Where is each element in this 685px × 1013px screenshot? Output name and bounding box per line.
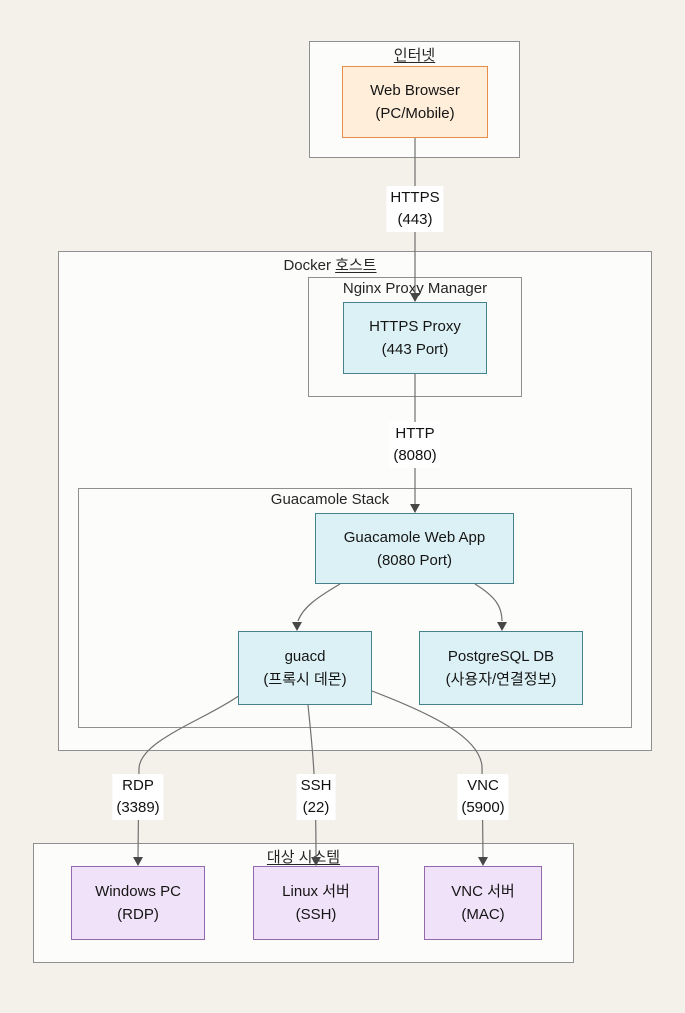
node-https-proxy-line2: (443 Port)	[381, 341, 449, 358]
container-target-systems-title-text: 대상 시스템	[266, 849, 341, 866]
node-web-browser-line1: Web Browser	[370, 82, 460, 99]
node-web-browser-line2: (PC/Mobile)	[375, 105, 455, 122]
node-guacamole-web-app-line2: (8080 Port)	[376, 551, 453, 569]
edge-label-http-line2: (8080)	[393, 447, 437, 464]
node-https-proxy: HTTPS Proxy (443 Port)	[343, 302, 487, 374]
edge-label-https-line2: (443)	[397, 211, 433, 228]
node-guacamole-web-app-line1: Guacamole Web App	[343, 528, 486, 546]
node-linux-server-line2: (SSH)	[295, 906, 337, 923]
edge-label-rdp-line1: RDP	[122, 777, 154, 794]
edge-label-vnc-5900: VNC (5900)	[457, 774, 509, 820]
edge-label-http-line1: HTTP	[395, 425, 435, 442]
node-guacamole-web-app: Guacamole Web App (8080 Port)	[315, 513, 514, 584]
node-guacd-line2: (프록시 데몬)	[263, 671, 347, 688]
node-windows-pc-line2: (RDP)	[117, 906, 159, 923]
container-docker-host-title-prefix: Docker	[283, 257, 336, 274]
edge-label-ssh-line1: SSH	[300, 777, 332, 794]
node-https-proxy-line1: HTTPS Proxy	[369, 318, 461, 335]
edge-label-https-line1: HTTPS	[390, 189, 440, 206]
node-vnc-server-line2: (MAC)	[461, 906, 505, 923]
edge-label-rdp-3389: RDP (3389)	[112, 774, 164, 820]
edge-label-http-8080: HTTP (8080)	[389, 422, 441, 468]
container-target-systems-title: 대상 시스템	[34, 846, 573, 867]
node-postgresql-db-line2: (사용자/연결정보)	[445, 671, 557, 688]
container-docker-host-title: Docker 호스트	[34, 254, 626, 275]
node-web-browser: Web Browser (PC/Mobile)	[342, 66, 488, 138]
node-guacd-line1: guacd	[284, 648, 326, 665]
node-windows-pc-line1: Windows PC	[95, 883, 181, 900]
edge-label-ssh-line2: (22)	[302, 799, 330, 816]
node-linux-server-line1: Linux 서버	[282, 883, 350, 900]
edge-label-vnc-line2: (5900)	[461, 799, 505, 816]
edge-label-ssh-22: SSH (22)	[296, 774, 336, 820]
node-postgresql-db-line1: PostgreSQL DB	[447, 648, 555, 665]
container-internet-title: 인터넷	[310, 44, 519, 65]
node-guacd: guacd (프록시 데몬)	[238, 631, 372, 705]
node-windows-pc: Windows PC (RDP)	[71, 866, 205, 940]
edge-label-rdp-line2: (3389)	[116, 799, 160, 816]
edge-label-vnc-line1: VNC	[467, 777, 499, 794]
container-nginx-proxy-manager-title: Nginx Proxy Manager	[342, 280, 488, 297]
edge-label-https-443: HTTPS (443)	[386, 186, 444, 232]
node-postgresql-db: PostgreSQL DB (사용자/연결정보)	[419, 631, 583, 705]
container-guacamole-stack-title: Guacamole Stack	[270, 491, 390, 508]
node-linux-server: Linux 서버 (SSH)	[253, 866, 379, 940]
container-docker-host-title-korean: 호스트	[335, 257, 377, 274]
container-internet-title-text: 인터넷	[393, 47, 436, 64]
node-vnc-server-line1: VNC 서버	[451, 883, 515, 900]
node-vnc-server: VNC 서버 (MAC)	[424, 866, 542, 940]
